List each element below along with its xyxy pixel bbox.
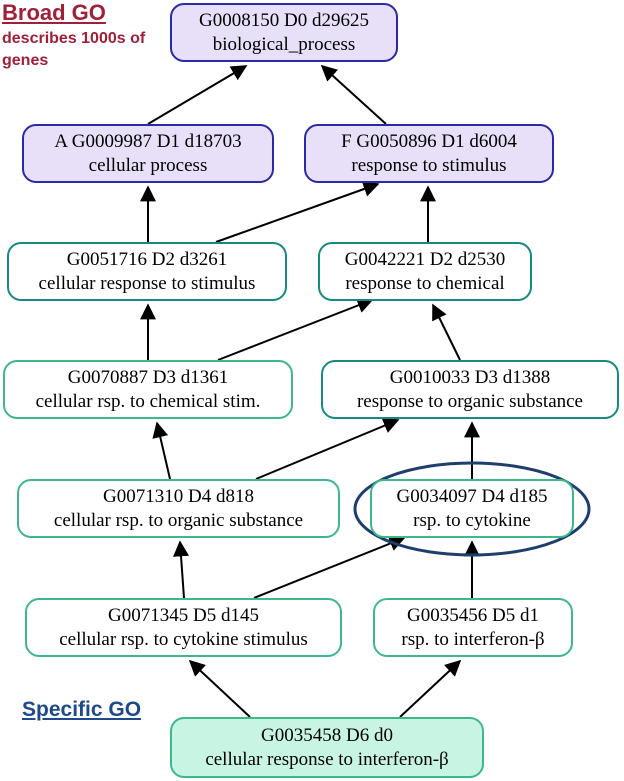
go-node-biological-process: G0008150 D0 d29625 biological_process [170,3,398,62]
node-id-line: G0034097 D4 d185 [396,485,548,507]
node-term-line: cellular rsp. to chemical stim. [35,390,261,412]
go-node-cellular-response-to-stimulus: G0051716 D2 d3261 cellular response to s… [7,242,287,301]
node-term-line: rsp. to cytokine [413,509,531,531]
node-id-line: G0071345 D5 d145 [108,604,259,626]
node-term-line: cellular rsp. to organic substance [53,509,304,531]
broad-go-subtitle: describes 1000s of genes [2,30,146,69]
go-node-rsp-to-interferon-beta: G0035456 D5 d1 rsp. to interferon-β [373,598,573,657]
node-id-line: G0008150 D0 d29625 [199,9,369,31]
go-node-cellular-rsp-to-organic-substance: G0071310 D4 d818 cellular rsp. to organi… [17,479,340,538]
go-node-rsp-to-cytokine: G0034097 D4 d185 rsp. to cytokine [370,479,574,538]
node-id-line: G0035458 D6 d0 [261,724,393,746]
node-term-line: cellular response to interferon-β [205,748,449,770]
node-term-line: rsp. to interferon-β [401,628,545,650]
node-id-line: G0010033 D3 d1388 [389,366,551,388]
go-node-response-to-organic-substance: G0010033 D3 d1388 response to organic su… [321,360,619,419]
edge-arrow-n9-to-n7 [173,540,190,599]
specific-go-title: Specific GO [22,698,142,721]
edge-arrow-n7-to-n6 [255,418,400,480]
go-node-cellular-process: A G0009987 D1 d18703 cellular process [22,124,274,183]
go-node-cellular-rsp-to-cytokine-stimulus: G0071345 D5 d145 cellular rsp. to cytoki… [25,598,342,657]
edge-arrow-n2-to-n0 [320,64,387,125]
node-term-line: cellular process [88,154,208,176]
node-id-line: G0071310 D4 d818 [103,485,254,507]
go-node-cellular-response-to-interferon-beta: G0035458 D6 d0 cellular response to inte… [170,717,484,778]
edge-arrow-n5-to-n4 [217,297,374,361]
edge-arrow-n3-to-n2 [215,181,380,243]
node-id-line: G0042221 D2 d2530 [344,248,506,270]
node-term-line: cellular rsp. to cytokine stimulus [59,628,308,650]
node-term-line: biological_process [212,33,356,55]
edge-arrow-n11-to-n10 [399,659,462,718]
node-term-line: cellular response to stimulus [38,272,256,294]
go-node-response-to-chemical: G0042221 D2 d2530 response to chemical [318,242,532,301]
node-term-line: response to stimulus [351,154,507,176]
node-id-line: G0070887 D3 d1361 [67,366,229,388]
node-term-line: response to organic substance [356,390,583,412]
edge-arrow-n11-to-n9 [188,659,251,718]
node-term-line: response to chemical [345,272,505,294]
edge-arrow-n1-to-n0 [147,65,248,125]
go-node-response-to-stimulus: F G0050896 D1 d6004 response to stimulus [304,124,554,183]
edge-arrow-n6-to-n4 [432,303,461,361]
node-id-line: G0051716 D2 d3261 [66,248,228,270]
node-id-line: G0035456 D5 d1 [407,604,539,626]
broad-go-title: Broad GO [2,0,106,25]
go-node-cellular-rsp-to-chemical-stim: G0070887 D3 d1361 cellular rsp. to chemi… [3,360,293,419]
node-id-line: F G0050896 D1 d6004 [341,130,517,152]
edge-arrow-n7-to-n5 [152,421,171,480]
node-id-line: A G0009987 D1 d18703 [54,130,242,152]
highlight-ellipse [353,461,591,557]
edge-arrow-n9-to-n8 [253,535,406,599]
